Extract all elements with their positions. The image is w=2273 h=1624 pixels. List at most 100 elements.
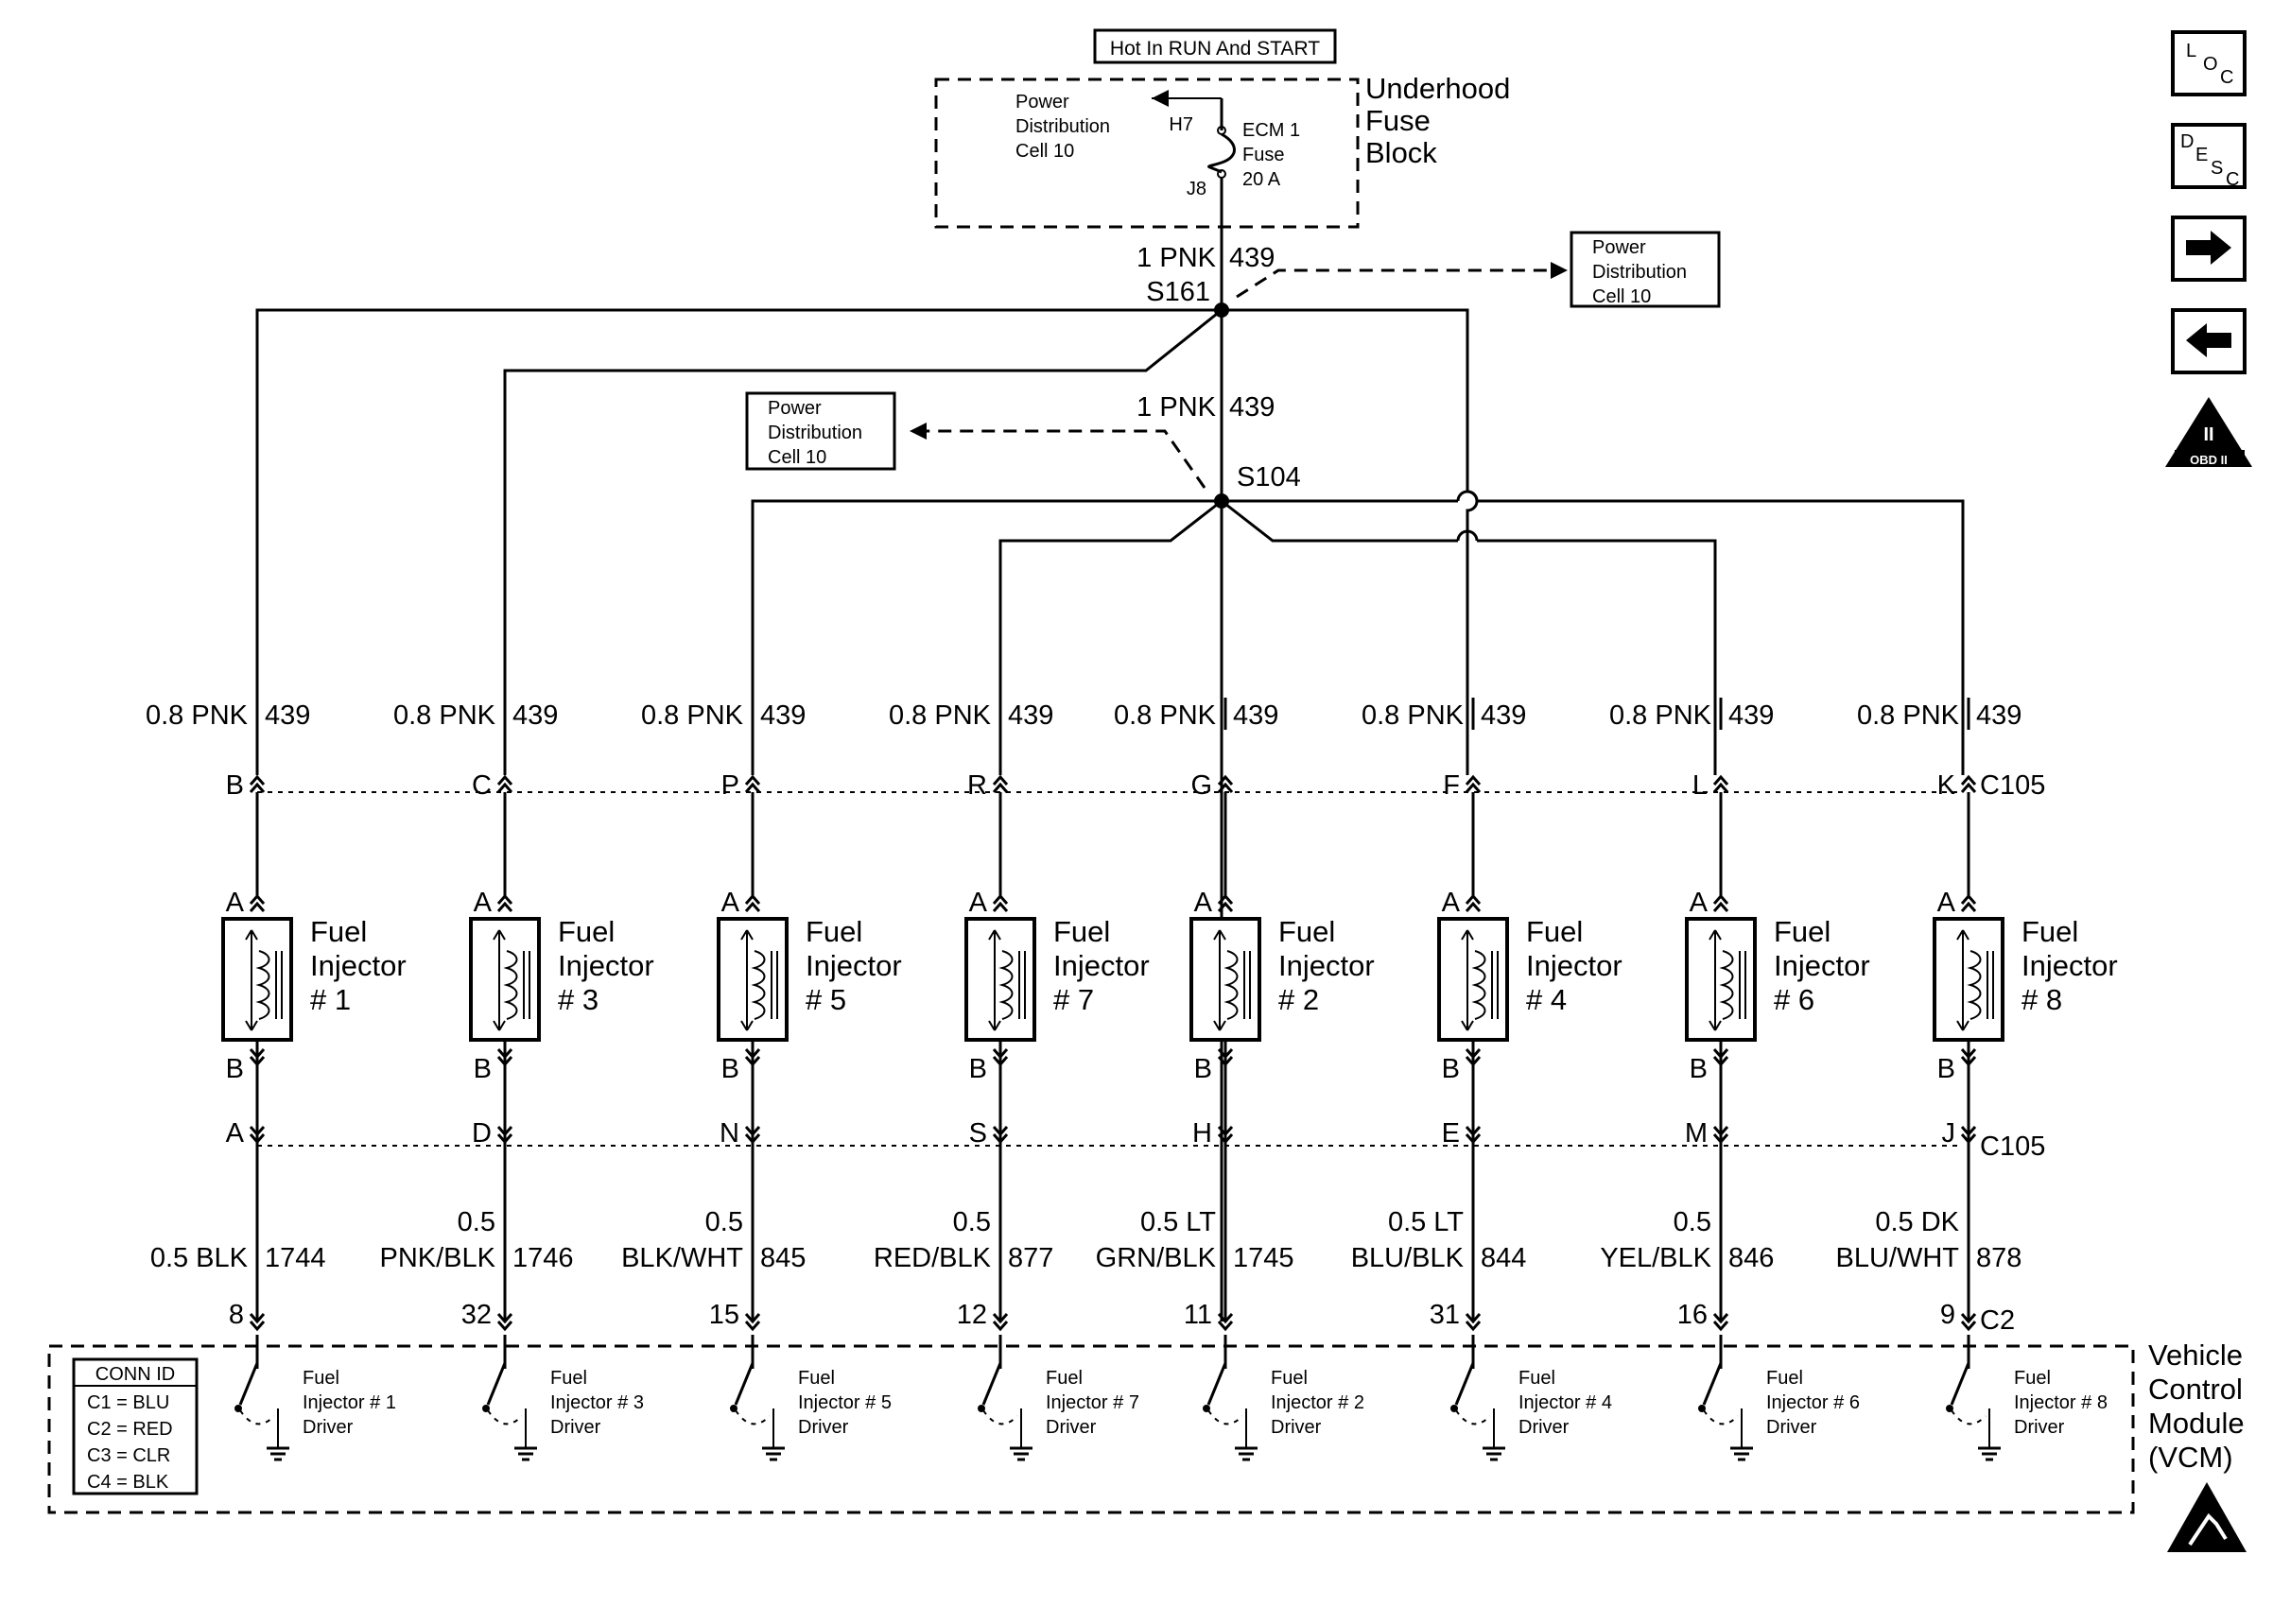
injector-coil-icon [1471,950,1486,1020]
terminal-mark [1712,1126,1729,1137]
terminal-mark [1217,1133,1234,1145]
injector-arrow [245,1020,258,1031]
injector-pin-b: B [226,1054,244,1084]
driver-label: Driver [1518,1417,1570,1438]
terminal-mark [1217,1126,1234,1137]
arrow-right-icon[interactable] [2186,231,2231,265]
out-circuit: 1745 [1233,1243,1294,1273]
obd-triangle[interactable] [2165,397,2252,467]
back-button[interactable] [2171,308,2247,374]
injector-pin-a: A [474,888,493,918]
out-gauge-line2: YEL/BLK [1600,1243,1711,1273]
terminal-mark [992,901,1009,912]
injector-pin-b: B [1194,1054,1212,1084]
driver-label: Injector # 3 [550,1392,644,1413]
out-gauge-line2: BLU/WHT [1836,1243,1960,1273]
esd-hand-mark [2188,1512,2228,1546]
feed-circuit: 439 [265,700,310,731]
driver-switch [1950,1362,1970,1406]
injector-arrow [1461,1020,1474,1031]
injector-pin-b: B [1690,1054,1708,1084]
out-circuit: 1744 [265,1243,326,1273]
injector-arrow [1709,929,1722,941]
out-gauge-line1: 0.5 [705,1207,743,1237]
terminal-mark [992,1056,1009,1067]
pd-right-arrowhead [1551,262,1568,279]
loc-button[interactable]: LOC [2171,30,2247,96]
injector-label: # 7 [1053,983,1094,1016]
terminal-mark [496,901,513,912]
desc-button-frame[interactable] [2171,123,2247,189]
terminal-mark [1960,901,1977,912]
feed-circuit: 439 [1481,700,1526,731]
injector-label: Fuel [1053,915,1110,948]
terminal-mark [496,774,513,786]
driver-switch [981,1362,1002,1406]
driver-label: Fuel [1271,1368,1308,1389]
pd-right-box [1570,231,1721,308]
conn-id-row: C2 = RED [87,1419,173,1440]
injector-pin-b: B [1442,1054,1460,1084]
vcm-pin: 11 [1184,1300,1212,1330]
injector-arrow [1956,929,1969,941]
terminal-mark [249,1133,266,1145]
injector-label: Injector [2021,949,2118,982]
out-gauge-line2: BLK/WHT [621,1243,743,1273]
fuse-block-label: Fuse [1365,104,1431,137]
out-circuit: 844 [1481,1243,1526,1273]
injector-label: Fuel [310,915,367,948]
terminal-mark [1712,1321,1729,1332]
fuse-block-label: Block [1365,136,1437,169]
arrow-left-icon[interactable] [2186,323,2231,357]
loc-button-frame[interactable] [2171,30,2247,96]
terminal-mark [744,1048,761,1060]
injector-coil-icon [751,950,766,1020]
injector-label: Fuel [1774,915,1831,948]
injector-arrow [1709,1020,1722,1031]
desc-letter: S [2211,158,2223,179]
terminal-mark [744,901,761,912]
terminal-mark [992,1126,1009,1137]
driver-label: Fuel [303,1368,339,1389]
forward-button[interactable] [2171,216,2247,282]
driver-label: Injector # 7 [1046,1392,1139,1413]
pd-left-label: Distribution [768,423,862,443]
pd-top-label: Power [1015,92,1069,112]
esd-warning-icon [2167,1482,2247,1552]
feed-circuit: 439 [1008,700,1053,731]
pd-left-arrowhead [910,423,927,440]
feed-gauge: 0.8 PNK [889,700,992,731]
obd-band[interactable] [2175,450,2245,467]
driver-label: Fuel [1518,1368,1555,1389]
terminal-mark [1712,901,1729,912]
vcm-pin: 16 [1677,1300,1708,1330]
terminal-mark [744,1133,761,1145]
feed-gauge: 0.8 PNK [1857,700,1960,731]
injector-pin-a: A [1690,888,1709,918]
out-gauge-line2: BLU/BLK [1351,1243,1465,1273]
vcm-pin: 31 [1430,1300,1460,1330]
terminal-mark [744,1056,761,1067]
driver-label: Driver [1271,1417,1322,1438]
terminal-mark [496,1126,513,1137]
driver-switch [1454,1362,1475,1406]
out-circuit: 845 [760,1243,806,1273]
injector-coil-icon [998,950,1014,1020]
injector-arrow [245,929,258,941]
pd-left-label: Cell 10 [768,447,826,468]
feed-circuit: 439 [1229,243,1275,273]
vcm-label: (VCM) [2148,1441,2233,1474]
terminal-mark [1217,901,1234,912]
injector-arrow [988,1020,1001,1031]
branch-crossover [1456,490,1479,502]
feed-circuit: 439 [1233,700,1278,731]
injector-arrow [988,929,1001,941]
terminal-mark [1960,1056,1977,1067]
c105-top-pin: F [1443,770,1460,801]
branch-inj8-b [1477,499,1965,775]
injector-arrow [493,929,506,941]
terminal-mark [496,893,513,905]
